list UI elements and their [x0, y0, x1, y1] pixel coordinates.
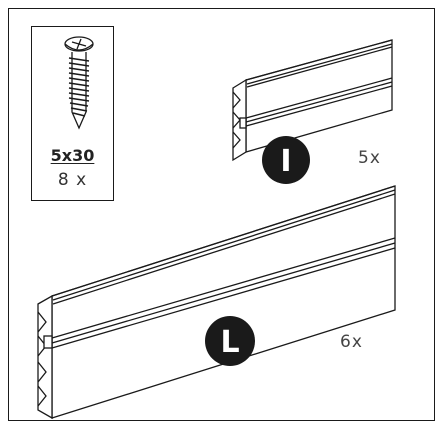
part-badge-I: I [262, 136, 310, 184]
phillips-screw-icon [64, 36, 94, 130]
screw-size-label: 5x30 [50, 146, 95, 165]
badge-letter-I: I [280, 144, 291, 179]
short-panel-board-icon [232, 39, 393, 162]
screw-callout-box [31, 26, 114, 201]
long-panel-board-icon [37, 185, 396, 420]
badge-letter-L: L [220, 325, 239, 360]
screw-quantity-label: 8 x [57, 170, 88, 190]
page-frame [8, 8, 435, 421]
part-I-quantity: 5x [358, 148, 381, 168]
part-L-quantity: 6x [340, 332, 363, 352]
part-badge-L: L [205, 316, 255, 366]
